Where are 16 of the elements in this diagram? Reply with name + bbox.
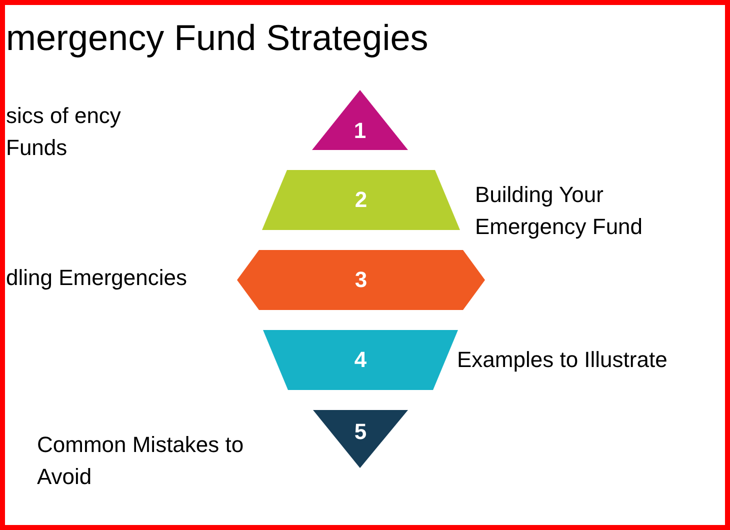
step-label: Building Your Emergency Fund [475, 181, 644, 241]
step-label: Examples to Illustrate [457, 346, 668, 374]
step-label: Common Mistakes to Avoid [37, 431, 245, 491]
pyramid-triangle [312, 90, 408, 150]
title: mergency Fund Strategies [6, 16, 428, 60]
pyramid-trapezoid [262, 170, 460, 230]
inverted-trapezoid [263, 330, 458, 390]
step-number: 5 [354, 421, 367, 443]
step-number: 4 [354, 349, 367, 371]
inverted-triangle [313, 410, 408, 468]
step-number: 1 [354, 120, 366, 142]
step-number: 3 [354, 269, 368, 291]
step-number: 2 [354, 189, 368, 211]
step-label: sics of ency Funds [6, 102, 122, 162]
hexagon-band [237, 250, 485, 310]
step-label: dling Emergencies [6, 264, 188, 292]
